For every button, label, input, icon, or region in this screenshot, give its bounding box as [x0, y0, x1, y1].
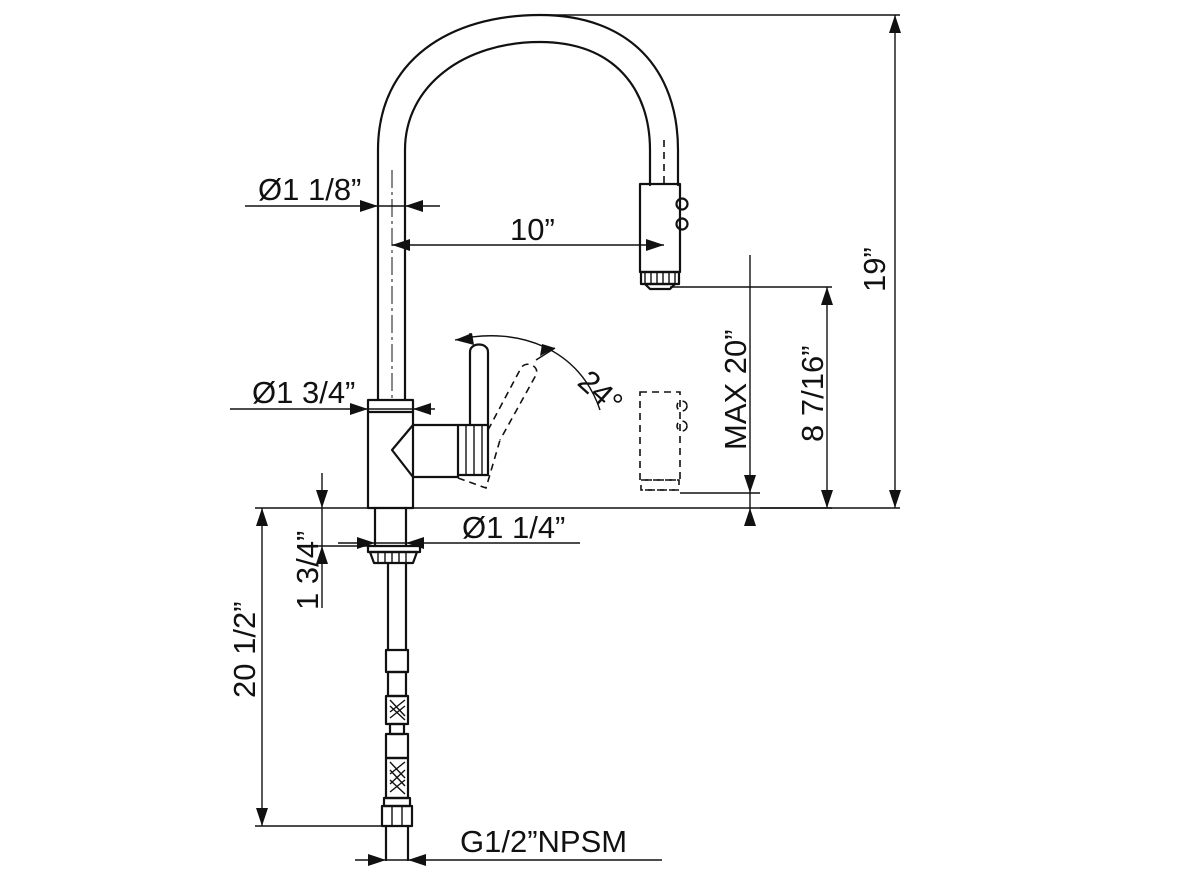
hose-length-label: 20 1/2” — [227, 601, 262, 698]
faucet-spout — [376, 13, 680, 402]
faucet-shank — [366, 506, 422, 565]
spout-reach-label: 10” — [510, 212, 555, 247]
faucet-body — [366, 343, 538, 510]
spray-button-icon — [675, 197, 689, 211]
shank-diameter-label: Ø1 1/4” — [462, 510, 565, 545]
spout-diameter-label: Ø1 1/8” — [258, 172, 361, 207]
spray-height-label: 8 7/16” — [795, 345, 830, 442]
deck-thickness-label: 1 3/4” — [290, 531, 325, 610]
total-height-label: 19” — [857, 247, 892, 292]
spray-head — [638, 182, 689, 291]
supply-hose — [380, 561, 414, 862]
body-diameter-label: Ø1 3/4” — [252, 375, 355, 410]
connection-label: G1/2”NPSM — [460, 824, 627, 859]
spray-height-max-label: MAX 20” — [718, 329, 753, 450]
spray-head-pulled-out — [639, 391, 688, 491]
spray-button-icon — [675, 217, 689, 231]
lever-angle-label: 24° — [571, 363, 629, 420]
dimension-lines: Ø1 1/8” 10” Ø1 3/4” Ø1 1/4” G1/2”NPSM 24… — [227, 14, 901, 866]
